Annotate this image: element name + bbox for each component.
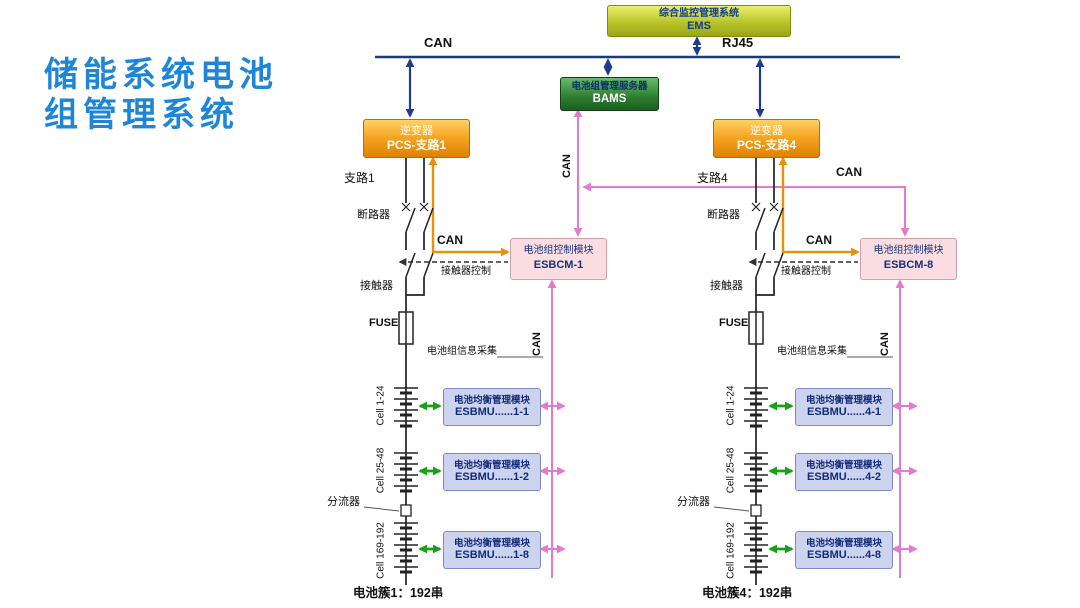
esbmu-1-1-abbr: ESBMU......1-1 (455, 406, 529, 419)
info-collect-label-1: 电池组信息采集 (427, 346, 497, 357)
bams-box-abbr: BAMS (592, 92, 627, 105)
esbmu-box-1-2: 电池均衡管理模块 ESBMU......1-2 (443, 453, 541, 491)
page-title-line2: 组管理系统 (44, 96, 239, 134)
cluster-label-4: 电池簇4：192串 (702, 586, 793, 600)
trunk-can-label-1: CAN (530, 332, 543, 356)
contactor-label-4: 接触器 (710, 280, 743, 292)
shunt-label-4: 分流器 (677, 496, 710, 508)
cell-label-1-2: Cell 25-48 (375, 447, 387, 494)
esbmu-4-1-abbr: ESBMU......4-1 (807, 406, 881, 419)
page-title: 储能系统电池 组管理系统 (44, 55, 278, 135)
battery-plates-long-right (744, 387, 768, 568)
rj45-label: RJ45 (722, 35, 754, 50)
esbcm-box-8-title: 电池组控制模块 (873, 245, 944, 257)
esbmu-box-1-1: 电池均衡管理模块 ESBMU......1-1 (443, 388, 541, 426)
esbmu-4-8-title: 电池均衡管理模块 (805, 537, 882, 549)
battery-plates-short-right (750, 391, 762, 574)
shunt-symbol-right (750, 504, 762, 517)
page-title-line1: 储能系统电池 (44, 56, 278, 94)
shunt-symbol-left (400, 504, 412, 517)
esbcm-box-8: 电池组控制模块 ESBCM-8 (860, 238, 957, 280)
branch-circuit-right (713, 158, 893, 585)
branch-label-4: 支路4 (697, 171, 728, 185)
bams-box-title: 电池组管理服务器 (571, 81, 648, 93)
esbmu-1-8-title: 电池均衡管理模块 (453, 537, 530, 549)
esbmu-box-1-8: 电池均衡管理模块 ESBMU......1-8 (443, 531, 541, 569)
breaker-contactor-symbols-right (755, 207, 784, 278)
esbmu-4-1-title: 电池均衡管理模块 (805, 394, 882, 406)
breaker-contactor-symbols-left (405, 207, 434, 278)
cell-label-4-2: Cell 25-48 (725, 447, 737, 494)
pcs-can-label-1: CAN (437, 233, 463, 247)
battery-plates-long-left (394, 387, 418, 568)
esbmu-1-1-title: 电池均衡管理模块 (453, 394, 530, 406)
esbcm-box-1-abbr: ESBCM-1 (533, 259, 584, 272)
esbmu-box-4-2: 电池均衡管理模块 ESBMU......4-2 (795, 453, 893, 491)
pcs-box-1: 逆变器 PCS-支路1 (363, 119, 470, 158)
esbcm-box-8-abbr: ESBCM-8 (883, 259, 934, 272)
ems-box-title: 综合监控管理系统 (659, 8, 739, 20)
breaker-cross-right (751, 202, 779, 212)
bus-can-label: CAN (424, 35, 453, 50)
breaker-cross-left (401, 202, 429, 212)
cell-label-1-3: Cell 169-192 (375, 522, 387, 579)
esbmu-box-4-1: 电池均衡管理模块 ESBMU......4-1 (795, 388, 893, 426)
esbmu-4-2-title: 电池均衡管理模块 (805, 459, 882, 471)
contactor-control-label-1: 接触器控制 (441, 266, 491, 277)
cell-label-4-1: Cell 1-24 (725, 385, 737, 426)
fuse-label-1: FUSE (369, 317, 399, 329)
pink-can-network (539, 108, 918, 578)
pcs-box-4-title: 逆变器 (750, 124, 783, 137)
breaker-label-4: 断路器 (707, 209, 740, 221)
battery-plates-short-left (400, 391, 412, 574)
cluster-label-1: 电池簇1：192串 (353, 586, 444, 600)
esbmu-1-2-title: 电池均衡管理模块 (453, 459, 530, 471)
bams-box: 电池组管理服务器 BAMS (560, 77, 659, 111)
pcs-box-1-abbr: PCS-支路1 (386, 137, 447, 152)
contactor-label-1: 接触器 (360, 280, 393, 292)
trunk-can-label-4: CAN (878, 332, 891, 356)
pcs-box-4-abbr: PCS-支路4 (736, 137, 797, 152)
bams-can-label: CAN (560, 154, 573, 178)
pcs-box-4: 逆变器 PCS-支路4 (713, 119, 820, 158)
pcs-box-1-title: 逆变器 (400, 124, 433, 137)
breaker-label-1: 断路器 (357, 209, 390, 221)
fuse-label-4: FUSE (719, 317, 749, 329)
esbmu-box-4-8: 电池均衡管理模块 ESBMU......4-8 (795, 531, 893, 569)
green-balance-arrows (418, 401, 794, 554)
esbmu-4-8-abbr: ESBMU......4-8 (807, 549, 881, 562)
cell-label-1-1: Cell 1-24 (375, 385, 387, 426)
blue-bus-arrows (405, 36, 765, 118)
branch-label-1: 支路1 (344, 171, 375, 185)
contactor-control-label-4: 接触器控制 (781, 266, 831, 277)
shunt-label-1: 分流器 (327, 496, 360, 508)
esbcm-box-1-title: 电池组控制模块 (523, 245, 594, 257)
esbmu-4-2-abbr: ESBMU......4-2 (807, 471, 881, 484)
esbcm-box-1: 电池组控制模块 ESBCM-1 (510, 238, 607, 280)
esbmu-1-8-abbr: ESBMU......1-8 (455, 549, 529, 562)
ems-box: 综合监控管理系统 EMS (607, 5, 791, 37)
branch-circuit-left (363, 158, 543, 585)
cell-label-4-3: Cell 169-192 (725, 522, 737, 579)
esbmu-1-2-abbr: ESBMU......1-2 (455, 471, 529, 484)
bams-esbcm8-can-label: CAN (836, 165, 862, 179)
orange-can-links (428, 156, 860, 257)
pcs-can-label-4: CAN (806, 233, 832, 247)
ems-box-abbr: EMS (687, 20, 711, 33)
info-collect-label-4: 电池组信息采集 (777, 346, 847, 357)
